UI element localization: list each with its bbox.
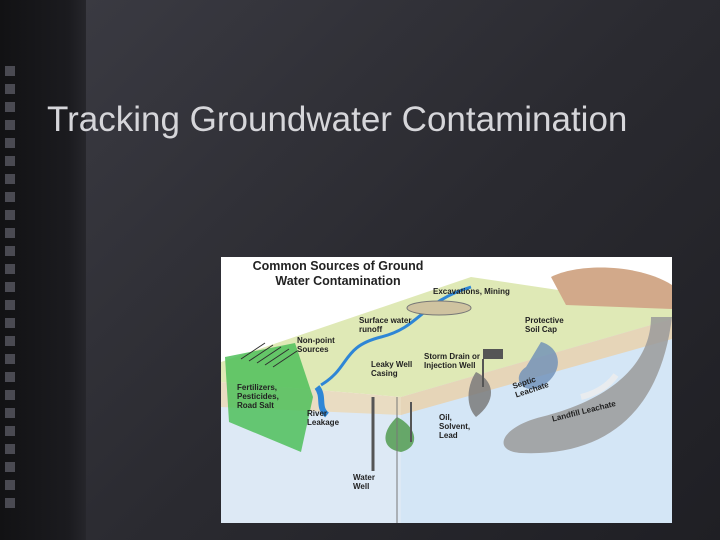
decorative-dot — [5, 102, 15, 112]
landfill-plume — [503, 317, 672, 454]
decorative-dot — [5, 498, 15, 508]
plume-highlight — [580, 373, 619, 400]
decorative-dot — [5, 66, 15, 76]
decorative-dot — [5, 84, 15, 94]
label-protective-soil-cap: Protective Soil Cap — [525, 316, 564, 334]
label-river-leakage: River Leakage — [307, 409, 340, 427]
slide-title: Tracking Groundwater Contamination — [47, 100, 628, 139]
septic-plume — [518, 342, 558, 389]
diagram-title: Common Sources of Ground Water Contamina… — [252, 259, 424, 288]
label-oil-solvent-lead: Oil, Solvent, Lead — [439, 413, 471, 440]
decorative-dot — [5, 246, 15, 256]
label-leaky-well-casing: Leaky Well Casing — [371, 360, 413, 378]
decorative-dot — [5, 444, 15, 454]
decorative-dot — [5, 174, 15, 184]
leaky-well-plume — [385, 417, 415, 452]
decorative-dot — [5, 210, 15, 220]
decorative-dot — [5, 480, 15, 490]
decorative-dot — [5, 408, 15, 418]
decorative-dot — [5, 228, 15, 238]
label-excavations: Excavations, Mining — [433, 287, 510, 296]
decorative-dot — [5, 192, 15, 202]
field-area — [225, 343, 313, 452]
decorative-dot — [5, 138, 15, 148]
label-non-point-sources: Non-point Sources — [297, 336, 335, 354]
decorative-dot — [5, 264, 15, 274]
decorative-dot — [5, 120, 15, 130]
diagram-illustration — [221, 267, 672, 523]
decorative-dot — [5, 156, 15, 166]
storm-drain-plume — [468, 372, 491, 417]
ground-surface — [221, 277, 672, 397]
groundwater-contamination-diagram: Common Sources of Ground Water Contamina… — [221, 257, 672, 523]
decorative-dot — [5, 336, 15, 346]
decorative-dot — [5, 426, 15, 436]
decorative-dot — [5, 390, 15, 400]
decorative-dot — [5, 300, 15, 310]
decorative-dot — [5, 318, 15, 328]
label-water-well: Water Well — [353, 473, 375, 491]
decorative-dot — [5, 354, 15, 364]
decorative-dot — [5, 462, 15, 472]
decorative-dot — [5, 372, 15, 382]
excavation-pit — [406, 300, 472, 316]
landfill-mound — [551, 267, 672, 309]
label-storm-drain: Storm Drain or Injection Well — [424, 352, 481, 370]
field-hatch — [240, 342, 298, 368]
label-fertilizers: Fertilizers, Pesticides, Road Salt — [237, 383, 279, 410]
decorative-dot — [5, 282, 15, 292]
river-mouth — [314, 385, 330, 418]
storm-drain-box — [483, 349, 503, 359]
label-surface-runoff: Surface water runoff — [359, 316, 412, 334]
